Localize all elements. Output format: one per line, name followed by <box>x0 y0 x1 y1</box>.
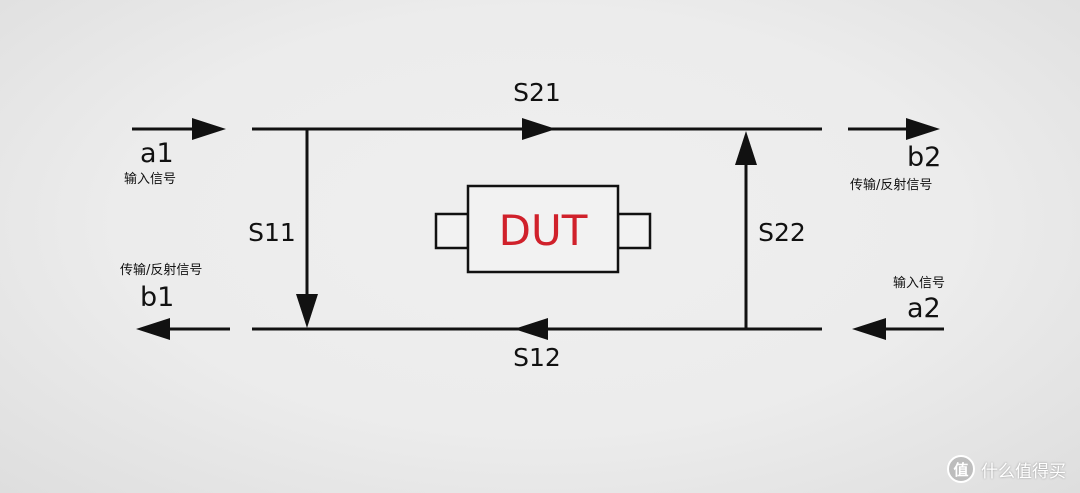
a1-arrowhead <box>192 118 226 140</box>
b1-arrowhead <box>136 318 170 340</box>
dut-label: DUT <box>499 206 588 255</box>
a1-label: a1 <box>140 138 174 169</box>
b2-arrowhead <box>906 118 940 140</box>
dut-body <box>466 184 620 274</box>
dut-right-terminal <box>616 212 652 250</box>
b2-label: b2 <box>907 142 941 173</box>
b1-sublabel: 传输/反射信号 <box>120 262 202 278</box>
b1-label: b1 <box>140 282 174 313</box>
dut-left-terminal <box>434 212 470 250</box>
watermark: 值 什么值得买 <box>947 455 1066 483</box>
a1-sublabel: 输入信号 <box>124 171 176 187</box>
s11-label: S11 <box>248 218 296 247</box>
s12-arrowhead <box>514 318 548 340</box>
s22-arrowhead <box>735 131 757 165</box>
watermark-logo-icon: 值 <box>947 455 975 483</box>
watermark-text: 什么值得买 <box>981 461 1066 482</box>
s21-label: S21 <box>513 78 561 107</box>
a2-arrowhead <box>852 318 886 340</box>
s12-label: S12 <box>513 343 561 372</box>
s11-arrowhead <box>296 294 318 328</box>
a2-sublabel: 输入信号 <box>893 275 945 291</box>
b2-sublabel: 传输/反射信号 <box>850 177 932 193</box>
s21-arrowhead <box>522 118 556 140</box>
a2-label: a2 <box>907 293 941 324</box>
s22-label: S22 <box>758 218 806 247</box>
dut-component: DUT <box>434 184 652 274</box>
